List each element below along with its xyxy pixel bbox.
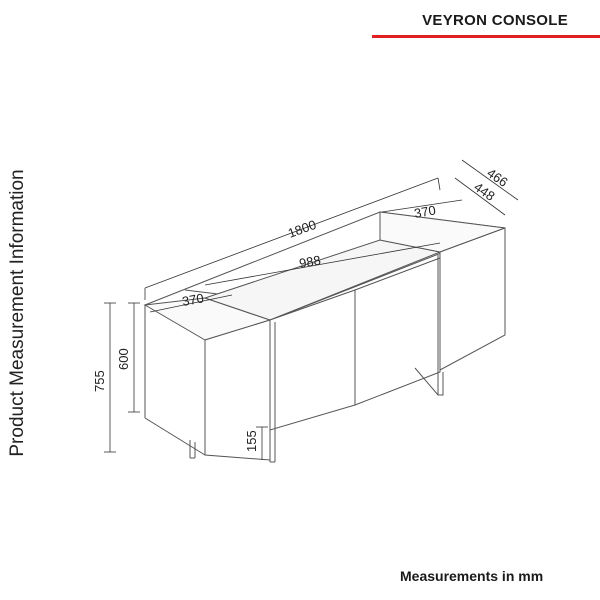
dim-line-466 xyxy=(461,159,519,201)
footer-note: Measurements in mm xyxy=(400,568,544,584)
middle-front-door-right xyxy=(354,257,441,406)
page-title: VEYRON CONSOLE xyxy=(422,12,568,29)
dim-label-1800: 1800 xyxy=(286,217,318,241)
dim-line-448 xyxy=(454,177,506,216)
left-cabinet-front xyxy=(204,319,271,461)
dim-line-988 xyxy=(204,242,441,286)
dim-label-155: 155 xyxy=(244,430,259,452)
dim-line-370-left xyxy=(149,294,233,313)
dim-line-370-right xyxy=(381,199,463,213)
dim-label-600: 600 xyxy=(116,348,131,370)
dim-label-370-left: 370 xyxy=(181,290,205,309)
dim-label-755: 755 xyxy=(92,370,107,392)
dim-label-988: 988 xyxy=(298,252,322,271)
dim-label-370-right: 370 xyxy=(413,202,437,221)
title-underline xyxy=(372,35,600,38)
right-cabinet-side xyxy=(439,227,506,371)
dim-line-1800 xyxy=(144,177,439,289)
